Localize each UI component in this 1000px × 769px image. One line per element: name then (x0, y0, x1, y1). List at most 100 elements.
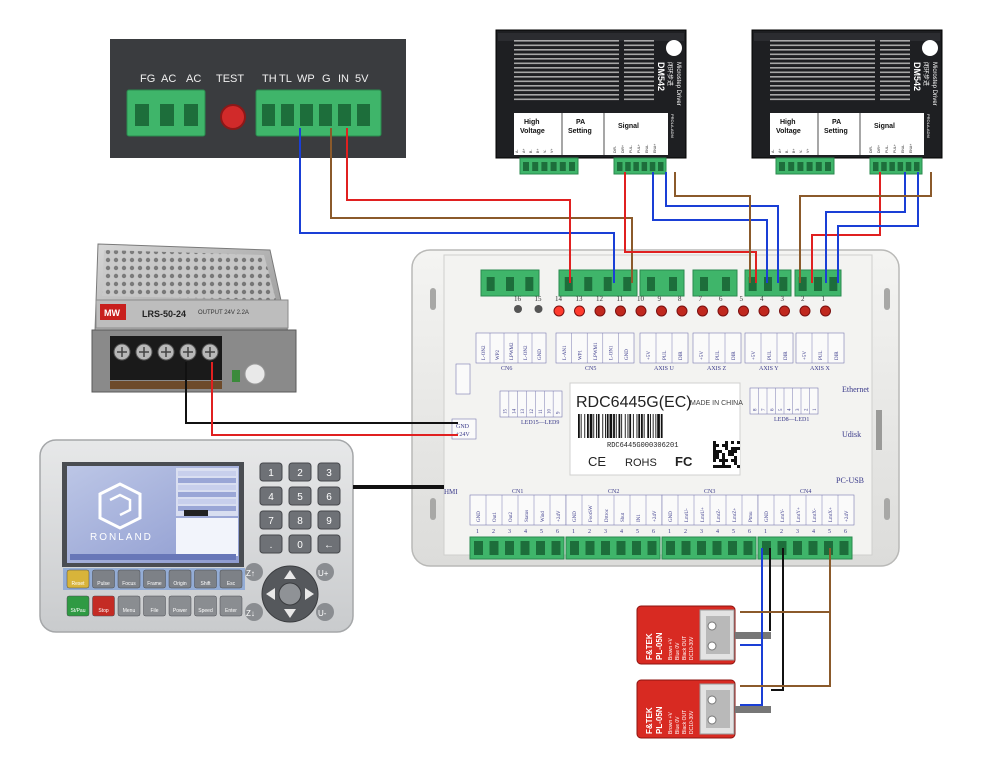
arrow-down-icon[interactable] (284, 609, 296, 618)
keypad-key[interactable] (288, 486, 312, 506)
keypad-key[interactable] (317, 510, 341, 530)
qr-cell (716, 456, 719, 459)
keypad-key[interactable] (288, 510, 312, 530)
pin-label: PUL (768, 351, 773, 360)
function-key-origin[interactable] (168, 569, 192, 589)
terminal-screw (649, 162, 656, 171)
terminal-screw (824, 541, 833, 555)
psu-potentiometer[interactable] (244, 363, 266, 385)
laser-psu-label: WP (297, 73, 315, 85)
led15-led9-label: LED15—LED9 (521, 420, 559, 426)
keypad-key-label: 0 (297, 540, 303, 551)
udisk-port[interactable] (876, 410, 882, 450)
controller-pin-number: 5 (740, 295, 744, 303)
terminal-screw (779, 277, 788, 291)
qr-cell (716, 444, 719, 447)
panel-key-st-pau[interactable] (66, 595, 90, 617)
arrow-up-icon[interactable] (284, 570, 296, 579)
sensor-cable (735, 706, 771, 713)
panel-key-stop[interactable] (92, 595, 115, 617)
qr-cell (713, 459, 716, 462)
keypad-key[interactable] (317, 462, 341, 482)
qr-cell (713, 465, 716, 468)
barcode-bar (615, 414, 617, 438)
barcode-bar (638, 414, 641, 438)
arrow-left-icon[interactable] (266, 588, 275, 600)
qr-cell (722, 444, 725, 447)
driver-spec-line (770, 89, 875, 92)
z-up-button[interactable] (245, 563, 263, 581)
qr-cell (713, 453, 716, 456)
keypad-key[interactable] (288, 462, 312, 482)
terminal-screw (897, 162, 904, 171)
keypad-key[interactable] (288, 534, 312, 554)
laser-psu-label: TEST (216, 73, 244, 85)
panel-key-power[interactable] (168, 595, 192, 617)
pin-label: 1 (813, 408, 818, 411)
barcode-bar (624, 414, 626, 438)
keypad-key[interactable] (317, 534, 341, 554)
pin-label: GND (477, 511, 482, 522)
driver-model: DM542 (912, 62, 922, 91)
keypad-key[interactable] (317, 486, 341, 506)
function-key-reset[interactable] (66, 569, 90, 589)
controller-model: RDC6445G(EC) (576, 394, 692, 411)
pin-label-box (499, 390, 563, 418)
keypad-key[interactable] (259, 534, 283, 554)
pin-label: DIR (835, 351, 840, 360)
controller-led (758, 305, 770, 317)
pin-number: 6 (844, 529, 847, 535)
terminal-screw (570, 541, 579, 555)
arrow-right-icon[interactable] (305, 588, 314, 600)
sensor-spec: Brown +V (668, 638, 674, 660)
function-key-pulse[interactable] (92, 569, 115, 589)
driver-spec-line (624, 89, 654, 92)
function-key-frame[interactable] (143, 569, 166, 589)
terminal-screw (569, 162, 575, 171)
terminal-screw (623, 277, 632, 291)
panel-key-menu[interactable] (117, 595, 141, 617)
lcd-info-row (178, 471, 236, 476)
qr-cell (734, 447, 737, 450)
pin-label-box (795, 332, 845, 364)
qr-cell (725, 465, 728, 468)
terminal-screw (793, 541, 802, 555)
driver-spec-line (880, 71, 910, 74)
driver-pin-label: PUL- (885, 144, 889, 153)
keypad-key[interactable] (259, 486, 283, 506)
terminal-screw (728, 541, 737, 555)
pin-label: GND (625, 349, 630, 360)
controller-led (574, 305, 585, 317)
pin-label: +5V (647, 351, 652, 360)
u-minus-button[interactable] (316, 603, 334, 621)
controller-led (553, 305, 565, 317)
mount-slot (430, 288, 436, 310)
direction-center-button[interactable] (278, 582, 302, 606)
wire (652, 172, 768, 283)
terminal-screw (564, 277, 573, 291)
u-plus-button[interactable] (316, 563, 334, 581)
z-down-button[interactable] (245, 603, 263, 621)
function-key-esc[interactable] (219, 569, 243, 589)
panel-key-label: St/Pau (70, 608, 85, 614)
panel-key-speed[interactable] (194, 595, 217, 617)
terminal-screw (681, 541, 691, 555)
panel-key-file[interactable] (143, 595, 166, 617)
barcode-bar (596, 414, 597, 438)
psu-terminal-base (110, 381, 222, 389)
panel-key-enter[interactable] (219, 595, 243, 617)
driver-section-panel (514, 113, 668, 155)
function-key-focus[interactable] (117, 569, 141, 589)
keypad-key[interactable] (259, 510, 283, 530)
barcode-bar (629, 414, 632, 438)
pin-number: 3 (796, 529, 799, 535)
driver-spec-line (880, 44, 910, 47)
laser-psu-label: G (322, 73, 331, 85)
pin-label: Status (525, 510, 530, 522)
keypad-key[interactable] (259, 462, 283, 482)
test-button[interactable] (220, 104, 246, 130)
function-key-shift[interactable] (194, 569, 217, 589)
qr-cell (728, 465, 731, 468)
